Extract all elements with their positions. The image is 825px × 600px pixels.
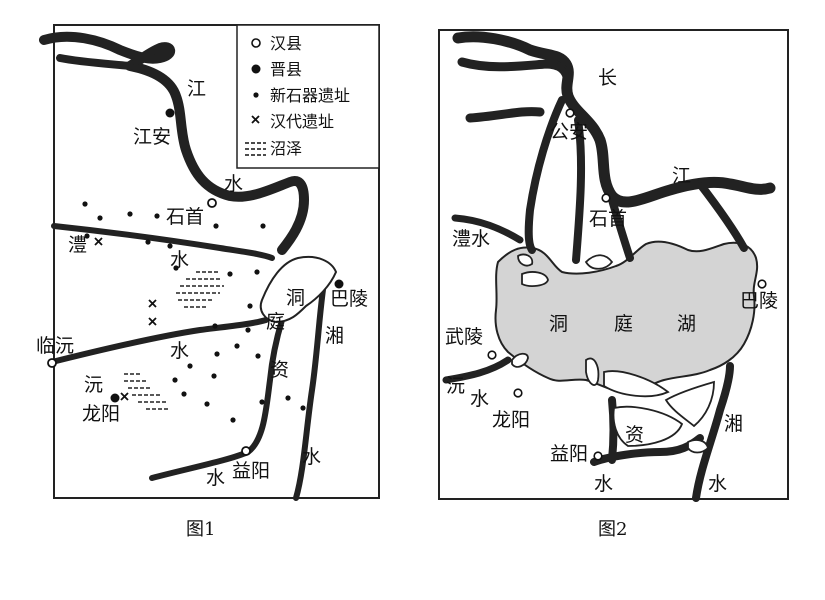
label-yuan: 沅 [84,374,103,396]
legend-han-site-symbol [251,115,260,124]
map2-xiang-river [692,362,734,502]
map1-yuan-river [49,317,269,365]
map2-yuan-river [442,356,512,384]
label-ting: 庭 [266,311,285,333]
label2-gongan: 公安 [550,121,588,143]
label-jiang: 江 [187,78,206,100]
legend-marsh-symbol [245,142,266,156]
map2-labels: 长 公安 江 石首 澧水 巴陵 洞 庭 湖 武陵 沅 水 龙阳 湘 资 益阳 水… [445,67,778,495]
label-linyuan: 临沅 [36,335,74,357]
legend-neolithic-site: 新石器遗址 [270,86,350,105]
map2-islands [511,253,715,454]
label2-jiang: 江 [672,165,691,187]
label2-ting: 庭 [614,313,633,335]
label2-chang: 长 [598,67,617,89]
map1-xiang-river [293,267,329,501]
label-shui-yuan: 水 [170,340,189,362]
label-shui-top: 水 [224,173,243,195]
label2-yiyang: 益阳 [550,443,588,465]
map1-legend: 汉县 晋县 新石器遗址 汉代遗址 沼泽 [236,24,380,169]
map1-han-sites [94,237,157,401]
label-li: 澧 [68,234,87,256]
map2-dongting-lake [494,240,759,394]
map1-caption: 图1 [186,519,215,540]
legend-jin-county-symbol [251,64,261,74]
map1-han-counties [47,198,251,456]
label-xiang: 湘 [325,325,344,347]
label2-baling: 巴陵 [740,290,778,312]
label2-shishou: 石首 [589,208,627,230]
label2-zi: 资 [625,424,644,446]
label2-shui-xiang: 水 [708,473,727,495]
label-shui-zi: 水 [206,467,225,489]
label2-xiang: 湘 [724,413,743,435]
map1-zi-river [149,317,285,481]
legend-jin-county: 晋县 [270,60,302,79]
label-shui-xiang: 水 [302,446,321,468]
label-jiangan: 江安 [133,126,171,148]
label2-shui-zi: 水 [594,473,613,495]
map1-li-river [51,223,275,261]
map1-dongting-lake [259,256,338,324]
label-shui-li: 水 [170,249,189,271]
label-yiyang: 益阳 [232,460,270,482]
map1: 汉县 晋县 新石器遗址 汉代遗址 沼泽 江 江安 水 石首 澧 水 洞 庭 巴陵 [36,24,380,540]
legend-han-county: 汉县 [270,34,302,53]
label2-shui-yuan: 水 [470,388,489,410]
label2-lishui: 澧水 [452,228,490,250]
map2-caption: 图2 [598,519,627,540]
map1-jin-counties [110,108,344,403]
map1-yangtze-river [39,31,309,255]
label-shishou: 石首 [166,206,204,228]
label2-hu: 湖 [677,313,696,335]
label2-dong: 洞 [549,313,568,335]
label-longyang: 龙阳 [82,403,120,425]
legend-han-site: 汉代遗址 [270,112,334,131]
label-baling: 巴陵 [330,288,368,310]
map1-labels: 江 江安 水 石首 澧 水 洞 庭 巴陵 湘 临沅 水 沅 龙阳 资 水 益阳 … [36,78,368,489]
map2-yangtze-river [452,31,776,208]
legend-han-county-symbol [251,38,261,48]
map1-marsh-2 [124,373,168,410]
map1-neolithic-sites [82,201,306,423]
label-dong: 洞 [286,287,305,309]
label2-longyang: 龙阳 [492,409,530,431]
legend-marsh: 沼泽 [270,139,302,158]
label-zi: 资 [270,359,289,381]
map2-counties [487,108,767,461]
legend-box [236,24,380,169]
map2: 长 公安 江 石首 澧水 巴陵 洞 庭 湖 武陵 沅 水 龙阳 湘 资 益阳 水… [438,29,789,540]
label2-wuling: 武陵 [445,326,483,348]
legend-neolithic-symbol [253,92,259,98]
map2-li-river [451,214,524,244]
map2-channels [524,96,748,264]
map1-marsh-1 [176,271,224,308]
label2-yuan: 沅 [446,375,465,397]
